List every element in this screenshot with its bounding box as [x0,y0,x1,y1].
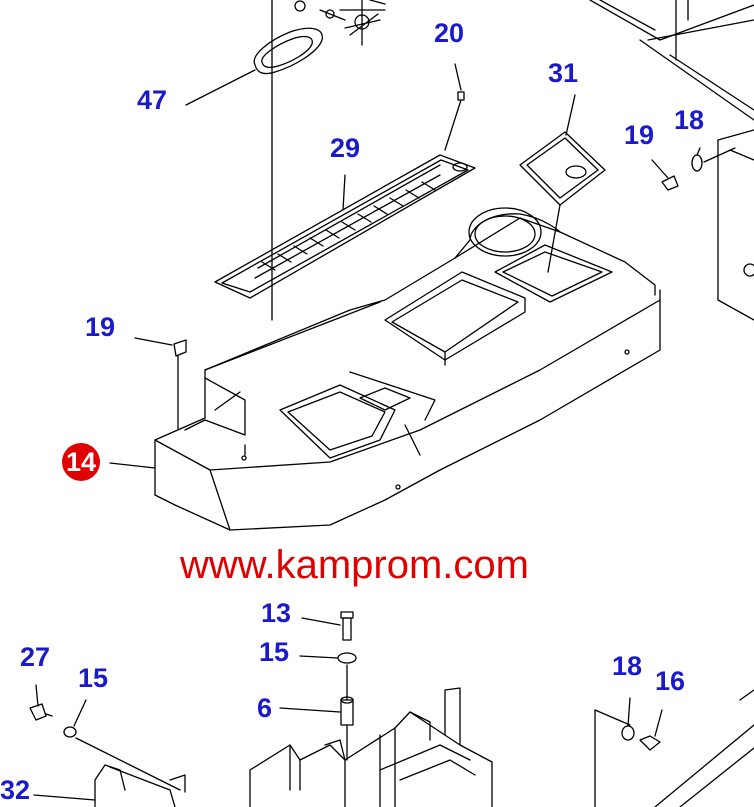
lower-bracket [249,687,493,807]
lower-right-frame [594,689,754,807]
label-29: 29 [330,133,361,163]
label-31: 31 [548,58,579,88]
upper-right-frame [589,0,754,321]
screw-27 [29,684,53,721]
label-15-left: 15 [78,663,109,693]
washer-18-lower [621,697,635,741]
label-6: 6 [257,693,273,723]
screw-20 [444,63,465,151]
label-20: 20 [434,18,465,48]
label-14-badge: 14 [62,443,100,481]
washer-18-upper [691,147,736,172]
bolt-13 [301,611,354,641]
label-19-left: 19 [85,312,116,342]
label-16: 16 [655,666,686,696]
label-15-center: 15 [259,637,290,667]
knob-part [294,0,386,46]
nut-15-left [63,699,181,791]
bracket-32 [33,764,186,807]
watermark: www.kamprom.com [180,543,529,587]
console-body-14 [109,207,661,531]
label-47: 47 [137,85,168,115]
label-32: 32 [0,775,31,805]
label-19-upper: 19 [624,120,655,150]
screw-19-upper [651,159,679,191]
label-18-lower: 18 [612,651,643,681]
label-18-upper: 18 [674,105,705,135]
screw-19-left [134,337,187,431]
label-27: 27 [20,642,51,672]
label-13: 13 [261,598,292,628]
grommet-47 [185,0,323,321]
grille-panel-29 [214,154,476,299]
bolt-16 [639,709,663,751]
spacer-6 [279,664,354,761]
lid-31 [519,94,606,273]
washer-15-center [299,652,357,664]
